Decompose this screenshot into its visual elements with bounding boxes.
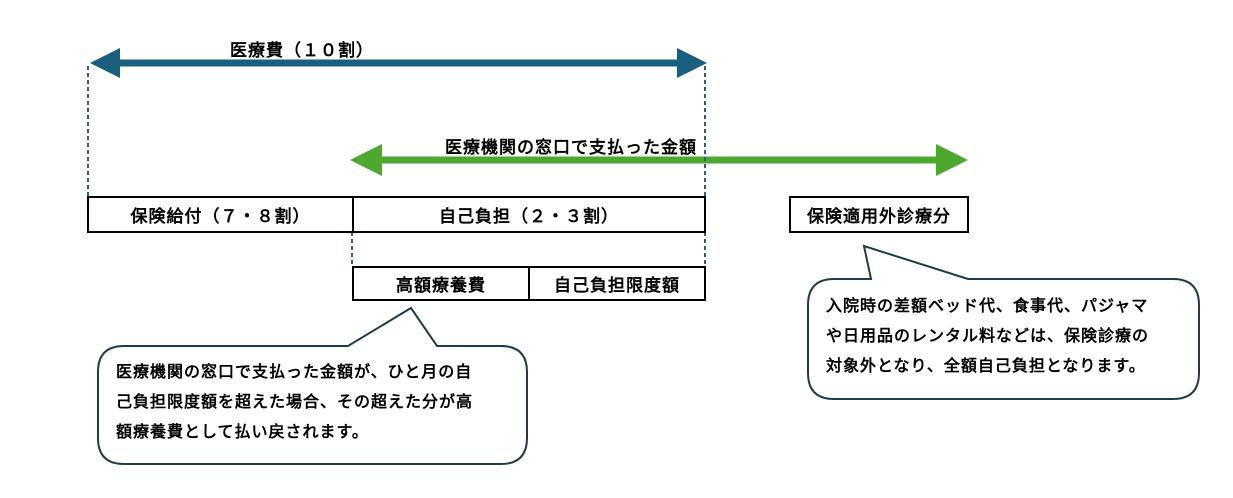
right-callout-line-2: や日用品のレンタル料などは、保険診療の <box>826 326 1150 345</box>
right-callout-text: 入院時の差額ベッド代、食事代、パジャマ や日用品のレンタル料などは、保険診療の … <box>826 291 1149 381</box>
total-cost-arrow <box>90 48 707 78</box>
window-payment-label: 医療機関の窓口で支払った金額 <box>445 138 697 158</box>
left-callout-line-2: 己負担限度額を超えた場合、その超えた分が高 <box>116 392 474 411</box>
left-callout-line-3: 額療養費として払い戻されます。 <box>116 422 369 441</box>
left-callout-text: 医療機関の窓口で支払った金額が、ひと月の自 己負担限度額を超えた場合、その超えた… <box>116 357 473 447</box>
self-pay-box: 自己負担（２・３割） <box>352 196 706 233</box>
right-callout-bubble <box>807 244 1200 400</box>
dashed-guides <box>87 66 706 266</box>
right-callout-line-1: 入院時の差額ベッド代、食事代、パジャマ <box>826 296 1149 315</box>
total-cost-label: 医療費（１０割） <box>230 41 374 61</box>
insurance-benefit-box: 保険給付（７・８割） <box>87 196 354 233</box>
left-callout-line-1: 医療機関の窓口で支払った金額が、ひと月の自 <box>116 362 473 381</box>
window-payment-arrow <box>350 144 968 176</box>
right-callout-line-3: 対象外となり、全額自己負担となります。 <box>826 356 1146 375</box>
self-pay-limit-box: 自己負担限度額 <box>528 266 706 301</box>
high-cost-benefit-box: 高額療養費 <box>352 266 530 301</box>
uncovered-treatment-box: 保険適用外診療分 <box>789 196 969 233</box>
left-callout-bubble <box>97 306 528 465</box>
